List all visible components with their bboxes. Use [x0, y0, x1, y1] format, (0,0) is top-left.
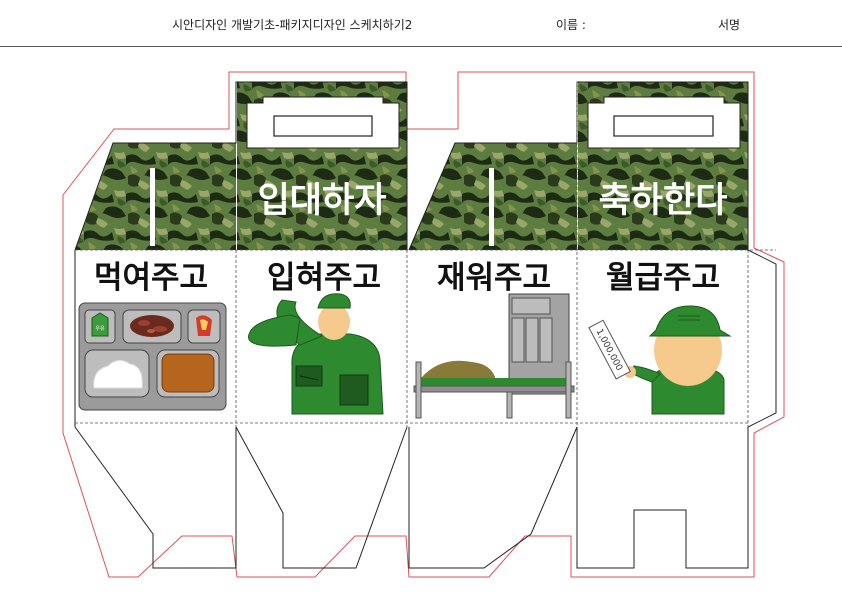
cut-line: [62, 71, 785, 578]
panel-label-pay: 월급주고: [606, 260, 720, 296]
bed-locker-illustration: [413, 293, 575, 419]
dieline-outline: [74, 81, 777, 569]
panel-label-feed: 먹여주고: [94, 260, 208, 296]
panel-label-sleep: 재워주고: [437, 260, 551, 296]
flap-tab-left: [150, 168, 155, 246]
header-divider: [0, 46, 842, 47]
panel-label-clothe: 입혀주고: [267, 260, 381, 296]
banner-left: 입대하자: [258, 181, 387, 221]
banner-right: 축하한다: [599, 181, 728, 221]
handle-window-right: [613, 115, 714, 137]
signature-label: 서명: [718, 18, 741, 32]
page-title: 시안디자인 개발기초-패키지디자인 스케치하기2: [172, 18, 413, 32]
handle-window-left: [273, 115, 373, 137]
flap-tab-right: [489, 168, 494, 246]
saluting-soldier-illustration: [248, 293, 384, 415]
food-tray-illustration: 우유: [78, 302, 227, 411]
camo-flap-1: [75, 143, 236, 250]
name-label: 이름 :: [556, 18, 586, 32]
paycheck-soldier-illustration: 1,000,000: [588, 305, 732, 415]
milk-carton-label: 우유: [95, 326, 105, 332]
